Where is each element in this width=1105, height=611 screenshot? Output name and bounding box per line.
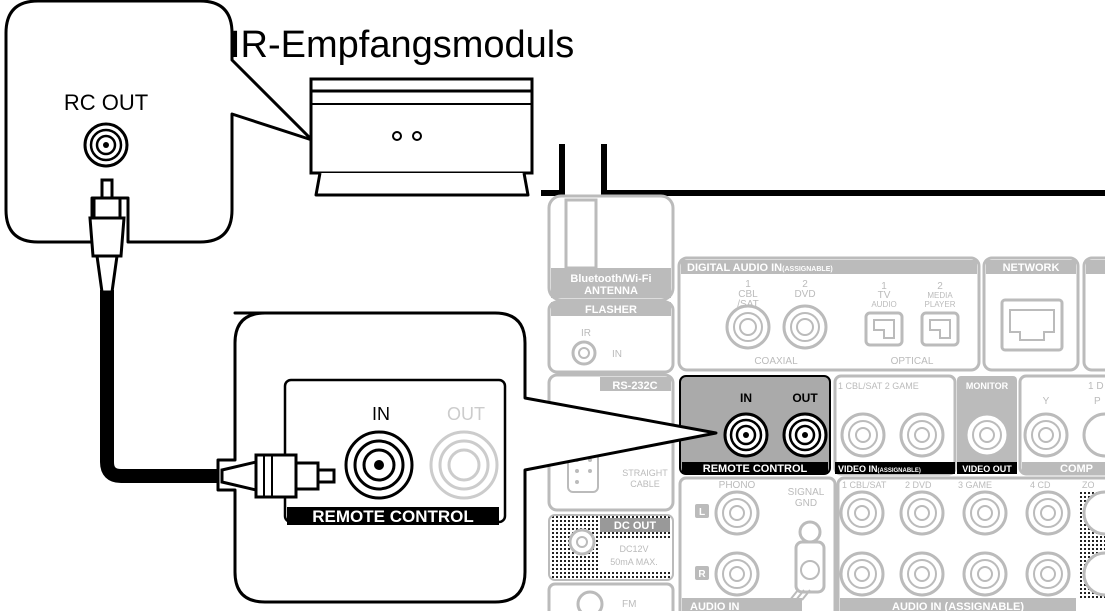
ir-module: [309, 77, 534, 197]
opt-1-a: TV: [878, 290, 891, 301]
panel-rc-out-jack: [782, 412, 828, 458]
coax-jack-1: [725, 304, 771, 350]
zoom-out-jack: [429, 430, 499, 500]
dc-out-label: DC OUT: [614, 520, 656, 532]
panel-remote-control-label: REMOTE CONTROL: [703, 463, 808, 475]
remote-control-zoom: IN OUT REMOTE CONTROL: [216, 311, 718, 604]
opt-2-a: MEDIA: [927, 291, 953, 300]
rc-out-callout: RC OUT: [4, 0, 314, 244]
cable-label: CABLE: [630, 479, 660, 489]
rs232c-label: RS-232C: [612, 380, 657, 392]
opt-1-b: AUDIO: [871, 300, 896, 309]
panel-rc-in-jack: [723, 412, 769, 458]
ain-1-label: 1 CBL/SAT: [842, 480, 887, 490]
opt-2-b: PLAYER: [925, 300, 956, 309]
receiver-rear-panel: Bluetooth/Wi-Fi ANTENNA FLASHER IR IN RS…: [541, 144, 1105, 611]
dc-12v-label: DC12V: [619, 544, 648, 554]
rca-cable: [88, 178, 232, 483]
comp-pb-label: P: [1094, 396, 1101, 407]
audio-in-assign-label: AUDIO IN (ASSIGNABLE): [892, 601, 1024, 611]
phono-r-jack: [714, 551, 760, 597]
monitor-label: MONITOR: [966, 381, 1009, 391]
phono-r-label: R: [698, 569, 706, 580]
coax-2-num: 2: [802, 279, 808, 290]
gnd-label: GND: [795, 498, 817, 509]
coaxial-label: COAXIAL: [754, 356, 798, 367]
digital-audio-in-label: DIGITAL AUDIO IN(ASSIGNABLE): [687, 262, 833, 274]
zoom-out-label: OUT: [447, 404, 485, 424]
ain-4-label: 4 CD: [1030, 480, 1051, 490]
coax-1-num: 1: [745, 279, 751, 290]
audio-in-block: [836, 476, 1105, 611]
opt-2-num: 2: [937, 281, 943, 292]
comp-1d-label: 1 D: [1088, 381, 1104, 392]
rc-out-jack: [83, 122, 129, 168]
zoom-remote-control-label: REMOTE CONTROL: [312, 507, 474, 526]
panel-remote-control-block: IN OUT REMOTE CONTROL: [679, 375, 831, 475]
dc-ma-label: 50mA MAX.: [610, 557, 658, 567]
opt-1-num: 1: [881, 281, 887, 292]
ain-2-label: 2 DVD: [905, 480, 932, 490]
ain-zo-label: ZO: [1082, 480, 1095, 490]
phono-label: PHONO: [719, 480, 756, 491]
antenna-label-2: ANTENNA: [584, 285, 638, 297]
video-out-label: VIDEO OUT: [962, 464, 1012, 474]
audio-in-jacks: [839, 490, 1071, 597]
digital-audio-in-block: [677, 256, 981, 372]
ir-module-title: IR-Empfangsmoduls: [230, 24, 574, 66]
coax-2-a: DVD: [794, 289, 815, 300]
antenna-block: [547, 194, 675, 302]
comp-label: COMP: [1060, 463, 1093, 475]
flasher-label: FLASHER: [585, 304, 637, 316]
component-jack-1: [1023, 412, 1069, 458]
panel-rc-out-label: OUT: [792, 391, 818, 405]
video-in-top-label: 1 CBL/SAT 2 GAME: [838, 381, 919, 391]
fm-label: FM: [622, 599, 636, 610]
rc-out-label: RC OUT: [64, 90, 148, 115]
network-block: [982, 256, 1080, 372]
video-in-jack-2: [899, 412, 945, 458]
network-port: [1000, 298, 1064, 352]
coax-1-a: CBL: [738, 289, 758, 300]
audio-in-left-label: AUDIO IN: [690, 601, 740, 611]
fm-block: [547, 582, 675, 611]
rca-plug-side: [220, 453, 336, 499]
zoom-in-jack: [344, 430, 414, 500]
comp-y-label: Y: [1043, 396, 1050, 407]
optical-label: OPTICAL: [891, 356, 934, 367]
zoom-in-label: IN: [372, 404, 390, 424]
flasher-jack: [571, 340, 597, 366]
ain-3-label: 3 GAME: [958, 480, 992, 490]
phono-l-label: L: [699, 507, 705, 518]
video-in-jack-1: [840, 412, 886, 458]
panel-rc-in-label: IN: [740, 391, 752, 405]
signal-label: SIGNAL: [788, 487, 825, 498]
phono-l-jack: [714, 490, 760, 536]
monitor-jack: [964, 412, 1010, 458]
optical-jack-1: [864, 311, 904, 347]
flasher-in-label: IN: [612, 349, 622, 360]
rca-plug-top: [88, 178, 126, 294]
network-label: NETWORK: [1003, 262, 1060, 274]
antenna-connector: [564, 198, 598, 270]
optical-jack-2: [920, 311, 960, 347]
antenna-label-1: Bluetooth/Wi-Fi: [570, 273, 651, 285]
dc-out-jack: [568, 528, 596, 556]
straight-label: STRAIGHT: [622, 468, 668, 478]
signal-gnd-terminal: [789, 520, 826, 601]
phono-block: [678, 476, 837, 611]
coax-jack-2: [782, 304, 828, 350]
video-in-label: VIDEO IN(ASSIGNABLE): [838, 464, 921, 474]
flasher-ir-label: IR: [581, 328, 591, 339]
